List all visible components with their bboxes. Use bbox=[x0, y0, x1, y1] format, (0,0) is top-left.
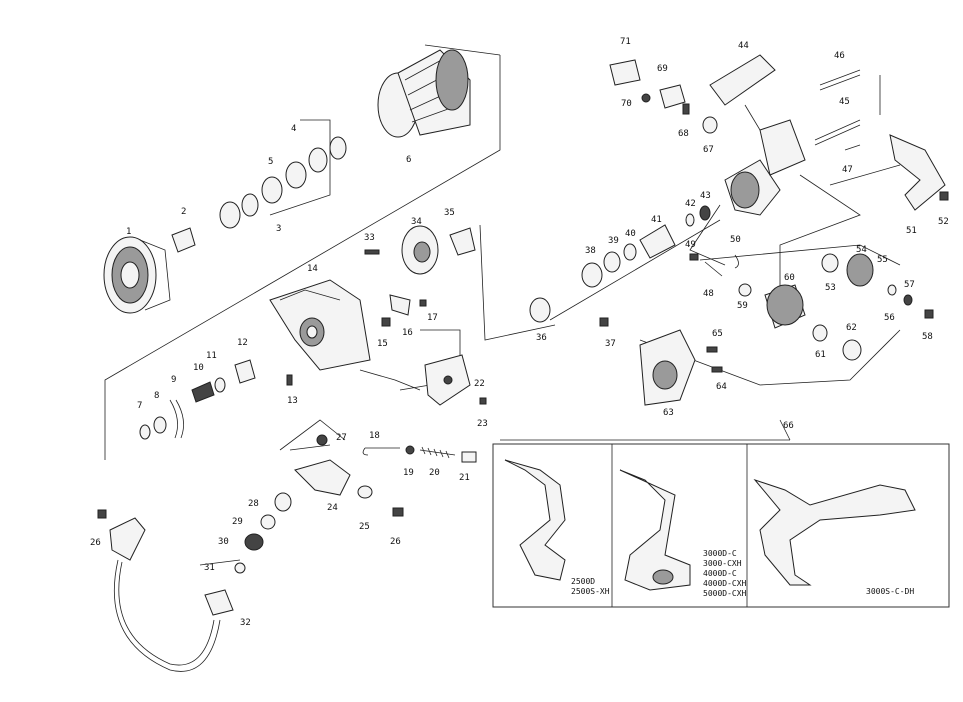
spool-assembly bbox=[103, 49, 471, 314]
part-label: 32 bbox=[240, 618, 251, 628]
part-label: 66 bbox=[783, 421, 794, 431]
part-label: 29 bbox=[232, 517, 243, 527]
part-label: 4 bbox=[291, 124, 296, 134]
part-label: 51 bbox=[906, 226, 917, 236]
part-label: 14 bbox=[307, 264, 318, 274]
part-label: 10 bbox=[193, 363, 204, 373]
part-label: 71 bbox=[620, 37, 631, 47]
handle-variants-box bbox=[492, 443, 950, 608]
leader-lines bbox=[104, 44, 901, 566]
part-label: 34 bbox=[411, 217, 422, 227]
part-label: 37 bbox=[605, 339, 616, 349]
part-label: 45 bbox=[839, 97, 850, 107]
part-label: 28 bbox=[248, 499, 259, 509]
part-labels: 1 2 3 4 5 6 7 8 9 10 11 12 13 14 15 16 1… bbox=[90, 37, 949, 628]
part-label: 6 bbox=[406, 155, 411, 165]
part-label: 1 bbox=[126, 227, 131, 237]
part-label: 64 bbox=[716, 382, 727, 392]
part-label: 48 bbox=[703, 289, 714, 299]
part-label: 46 bbox=[834, 51, 845, 61]
part-label: 2 bbox=[181, 207, 186, 217]
part-label: 22 bbox=[474, 379, 485, 389]
body-assembly bbox=[529, 54, 949, 406]
part-label: 11 bbox=[206, 351, 217, 361]
part-label: 43 bbox=[700, 191, 711, 201]
part-label: 35 bbox=[444, 208, 455, 218]
part-label: 55 bbox=[877, 255, 888, 265]
part-label: 5 bbox=[268, 157, 273, 167]
variant-2-line-1: 3000D-C bbox=[703, 549, 737, 558]
part-label: 16 bbox=[402, 328, 413, 338]
part-label: 44 bbox=[738, 41, 749, 51]
part-label: 36 bbox=[536, 333, 547, 343]
part-label: 60 bbox=[784, 273, 795, 283]
part-label: 61 bbox=[815, 350, 826, 360]
part-label: 62 bbox=[846, 323, 857, 333]
part-label: 30 bbox=[218, 537, 229, 547]
variant-2-line-3: 4000D-C bbox=[703, 569, 737, 578]
bail-assembly bbox=[97, 354, 487, 672]
part-label: 63 bbox=[663, 408, 674, 418]
part-label: 9 bbox=[171, 375, 176, 385]
part-label: 58 bbox=[922, 332, 933, 342]
handle-variant-3-text: 3000S-C-DH bbox=[866, 587, 914, 596]
part-label: 41 bbox=[651, 215, 662, 225]
part-label: 31 bbox=[204, 563, 215, 573]
part-label: 20 bbox=[429, 468, 440, 478]
part-label: 70 bbox=[621, 99, 632, 109]
handle-variant-1-text: 2500D 2500S-XH bbox=[571, 577, 610, 596]
part-label: 17 bbox=[427, 313, 438, 323]
drag-parts bbox=[139, 359, 293, 440]
part-label: 59 bbox=[737, 301, 748, 311]
part-label: 25 bbox=[359, 522, 370, 532]
variant-2-line-4: 4000D-CXH bbox=[703, 579, 747, 588]
variant-2-line-5: 5000D-CXH bbox=[703, 589, 747, 598]
variant-1-line-1: 2500D bbox=[571, 577, 595, 586]
part-label: 47 bbox=[842, 165, 853, 175]
part-label: 7 bbox=[137, 401, 142, 411]
part-label: 13 bbox=[287, 396, 298, 406]
part-label: 23 bbox=[477, 419, 488, 429]
part-label: 68 bbox=[678, 129, 689, 139]
part-label: 12 bbox=[237, 338, 248, 348]
part-label: 69 bbox=[657, 64, 668, 74]
variant-1-line-2: 2500S-XH bbox=[571, 587, 610, 596]
part-label: 38 bbox=[585, 246, 596, 256]
variant-3-line-1: 3000S-C-DH bbox=[866, 587, 914, 596]
part-label: 3 bbox=[276, 224, 281, 234]
part-label: 57 bbox=[904, 280, 915, 290]
part-label: 19 bbox=[403, 468, 414, 478]
part-label: 39 bbox=[608, 236, 619, 246]
part-label: 42 bbox=[685, 199, 696, 209]
part-label: 67 bbox=[703, 145, 714, 155]
part-label: 33 bbox=[364, 233, 375, 243]
part-label: 15 bbox=[377, 339, 388, 349]
part-label: 26 bbox=[90, 538, 101, 548]
handle-variant-2-text: 3000D-C 3000-CXH 4000D-C 4000D-CXH 5000D… bbox=[703, 549, 747, 598]
part-label: 50 bbox=[730, 235, 741, 245]
part-label: 27 bbox=[336, 433, 347, 443]
part-label: 26 bbox=[390, 537, 401, 547]
variant-2-line-2: 3000-CXH bbox=[703, 559, 742, 568]
part-label: 52 bbox=[938, 217, 949, 227]
rotor-assembly bbox=[269, 225, 476, 371]
part-label: 49 bbox=[685, 240, 696, 250]
part-label: 56 bbox=[884, 313, 895, 323]
part-label: 8 bbox=[154, 391, 159, 401]
part-label: 24 bbox=[327, 503, 338, 513]
part-label: 53 bbox=[825, 283, 836, 293]
part-label: 40 bbox=[625, 229, 636, 239]
part-label: 18 bbox=[369, 431, 380, 441]
part-label: 21 bbox=[459, 473, 470, 483]
part-label: 65 bbox=[712, 329, 723, 339]
part-label: 54 bbox=[856, 245, 867, 255]
